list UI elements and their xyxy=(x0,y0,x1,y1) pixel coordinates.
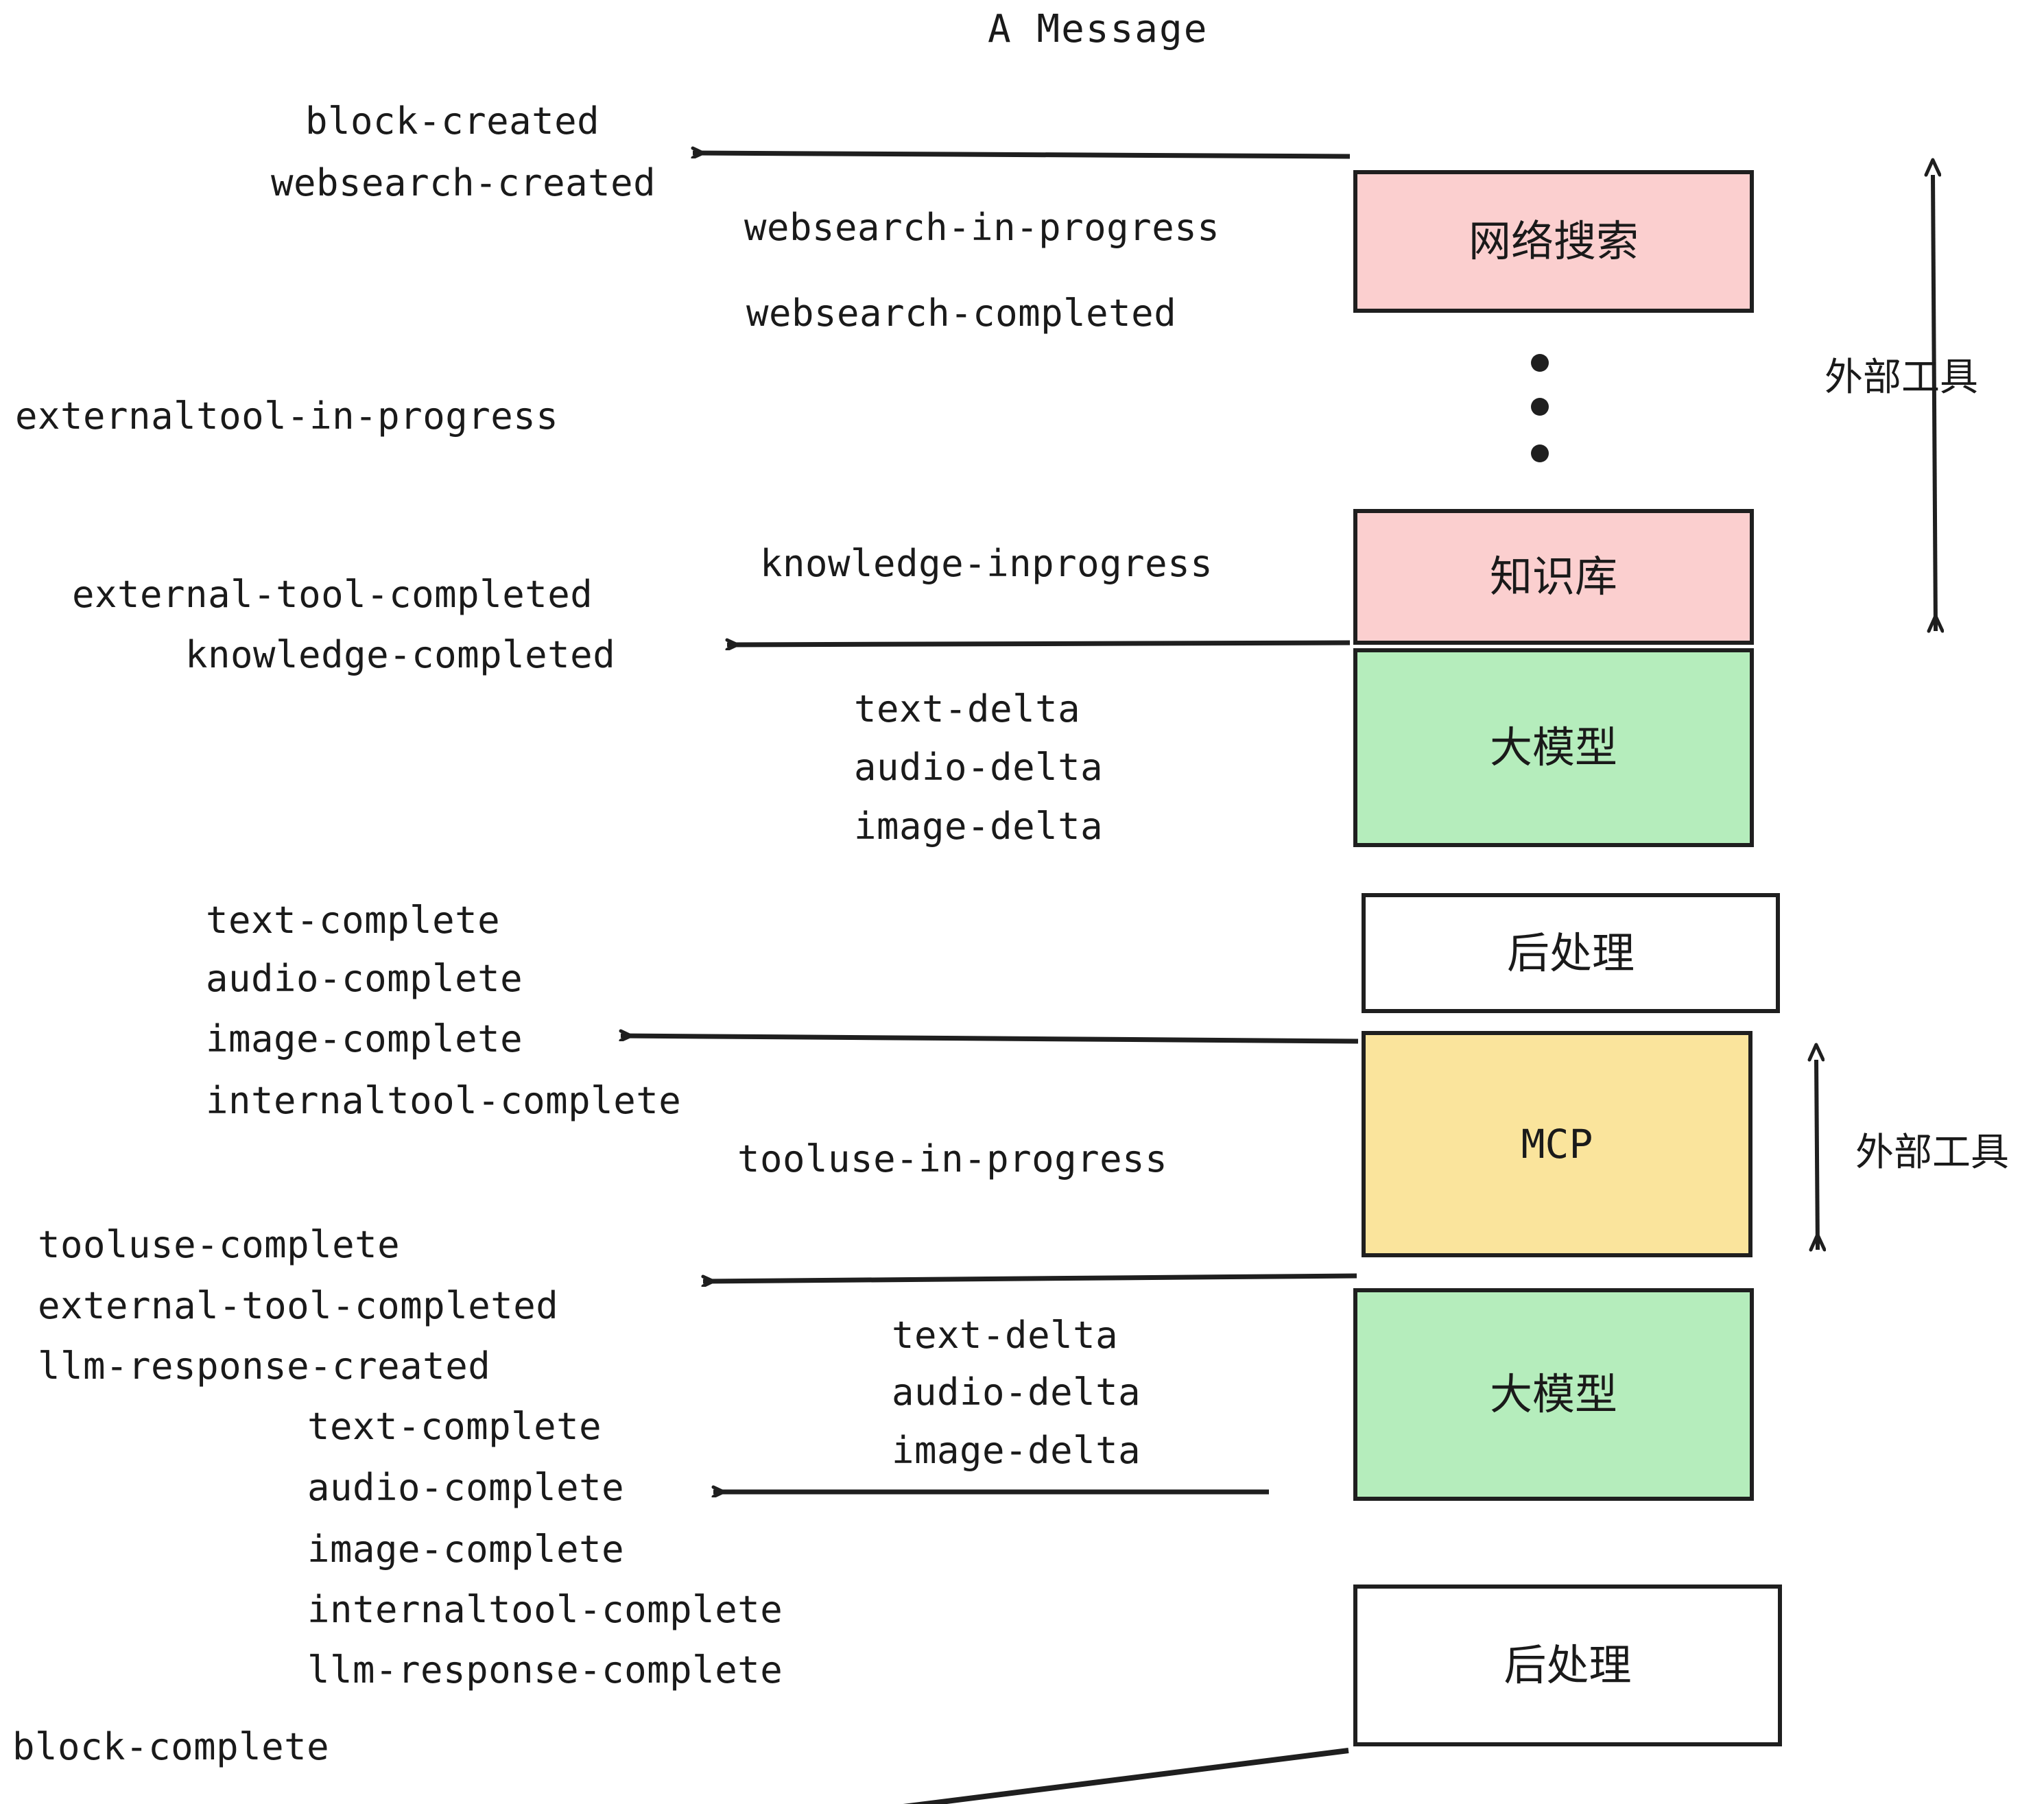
event-label-knowledge-inprogress: knowledge-inprogress xyxy=(760,542,1213,585)
bracket-external-tools-bottom xyxy=(1816,1060,1818,1250)
node-mcp[interactable]: MCP xyxy=(1362,1031,1752,1257)
event-label-text-delta-2: text-delta xyxy=(892,1314,1119,1357)
arrow-knowledge-to-completed xyxy=(727,643,1351,645)
event-label-knowledge-completed: knowledge-completed xyxy=(185,633,616,676)
event-label-llm-response-created: llm-response-created xyxy=(38,1344,491,1388)
arrow-postprocess-to-image-complete xyxy=(621,1036,1359,1044)
event-label-text-delta: text-delta xyxy=(854,687,1081,731)
bracket-external-tools-top xyxy=(1933,175,1936,631)
node-llm-first-label: 大模型 xyxy=(1489,722,1617,772)
event-label-external-tool-completed-2: external-tool-completed xyxy=(38,1284,559,1327)
ellipsis-dot xyxy=(1531,354,1549,372)
event-label-websearch-in-progress: websearch-in-progress xyxy=(744,206,1220,249)
node-knowledge-base[interactable]: 知识库 xyxy=(1353,509,1754,645)
node-websearch-label: 网络搜索 xyxy=(1468,216,1639,266)
arrow-mcp-to-tooluse-complete xyxy=(703,1273,1357,1281)
event-label-block-created: block-created xyxy=(305,99,600,143)
event-label-audio-delta: audio-delta xyxy=(854,746,1104,789)
arrow-postprocess-to-block-complete xyxy=(439,1748,1349,1804)
event-label-block-complete: block-complete xyxy=(12,1725,330,1768)
node-postprocess-second[interactable]: 后处理 xyxy=(1353,1585,1782,1746)
node-llm-first[interactable]: 大模型 xyxy=(1353,648,1754,847)
event-label-tooluse-complete: tooluse-complete xyxy=(38,1223,401,1266)
event-label-audio-delta-2: audio-delta xyxy=(892,1370,1141,1414)
event-label-audio-complete: audio-complete xyxy=(206,957,523,1000)
event-label-internaltool-complete: internaltool-complete xyxy=(206,1079,682,1122)
event-label-llm-response-complete: llm-response-complete xyxy=(307,1648,783,1692)
event-label-text-complete-2: text-complete xyxy=(307,1405,602,1448)
node-websearch[interactable]: 网络搜索 xyxy=(1353,170,1754,313)
event-label-external-tool-completed: external-tool-completed xyxy=(72,573,593,616)
arrow-websearch-to-created xyxy=(693,153,1351,159)
event-label-image-complete: image-complete xyxy=(206,1017,523,1060)
node-postprocess-second-label: 后处理 xyxy=(1504,1640,1632,1690)
group-label-external-tools-top: 外部工具 xyxy=(1825,355,1978,400)
node-postprocess-first-label: 后处理 xyxy=(1506,927,1635,978)
event-label-image-complete-2: image-complete xyxy=(307,1528,625,1571)
event-label-tooluse-in-progress: tooluse-in-progress xyxy=(737,1137,1168,1180)
node-mcp-label: MCP xyxy=(1521,1121,1593,1167)
ellipsis-dot xyxy=(1531,398,1549,416)
event-label-image-delta: image-delta xyxy=(854,805,1104,848)
ellipsis-dot xyxy=(1531,444,1549,462)
node-postprocess-first[interactable]: 后处理 xyxy=(1362,893,1780,1013)
event-label-audio-complete-2: audio-complete xyxy=(307,1466,625,1509)
node-knowledge-base-label: 知识库 xyxy=(1489,551,1617,602)
event-label-websearch-created: websearch-created xyxy=(271,161,656,204)
event-label-text-complete: text-complete xyxy=(206,899,501,942)
event-label-image-delta-2: image-delta xyxy=(892,1429,1141,1472)
page-title: A Message xyxy=(988,7,1209,51)
node-llm-second[interactable]: 大模型 xyxy=(1353,1288,1754,1501)
event-label-externaltool-in-progress: externaltool-in-progress xyxy=(15,394,559,438)
group-label-external-tools-bottom: 外部工具 xyxy=(1855,1130,2009,1175)
event-label-internaltool-complete-2: internaltool-complete xyxy=(307,1588,783,1631)
event-label-websearch-completed: websearch-completed xyxy=(746,292,1177,335)
node-llm-second-label: 大模型 xyxy=(1489,1369,1617,1419)
